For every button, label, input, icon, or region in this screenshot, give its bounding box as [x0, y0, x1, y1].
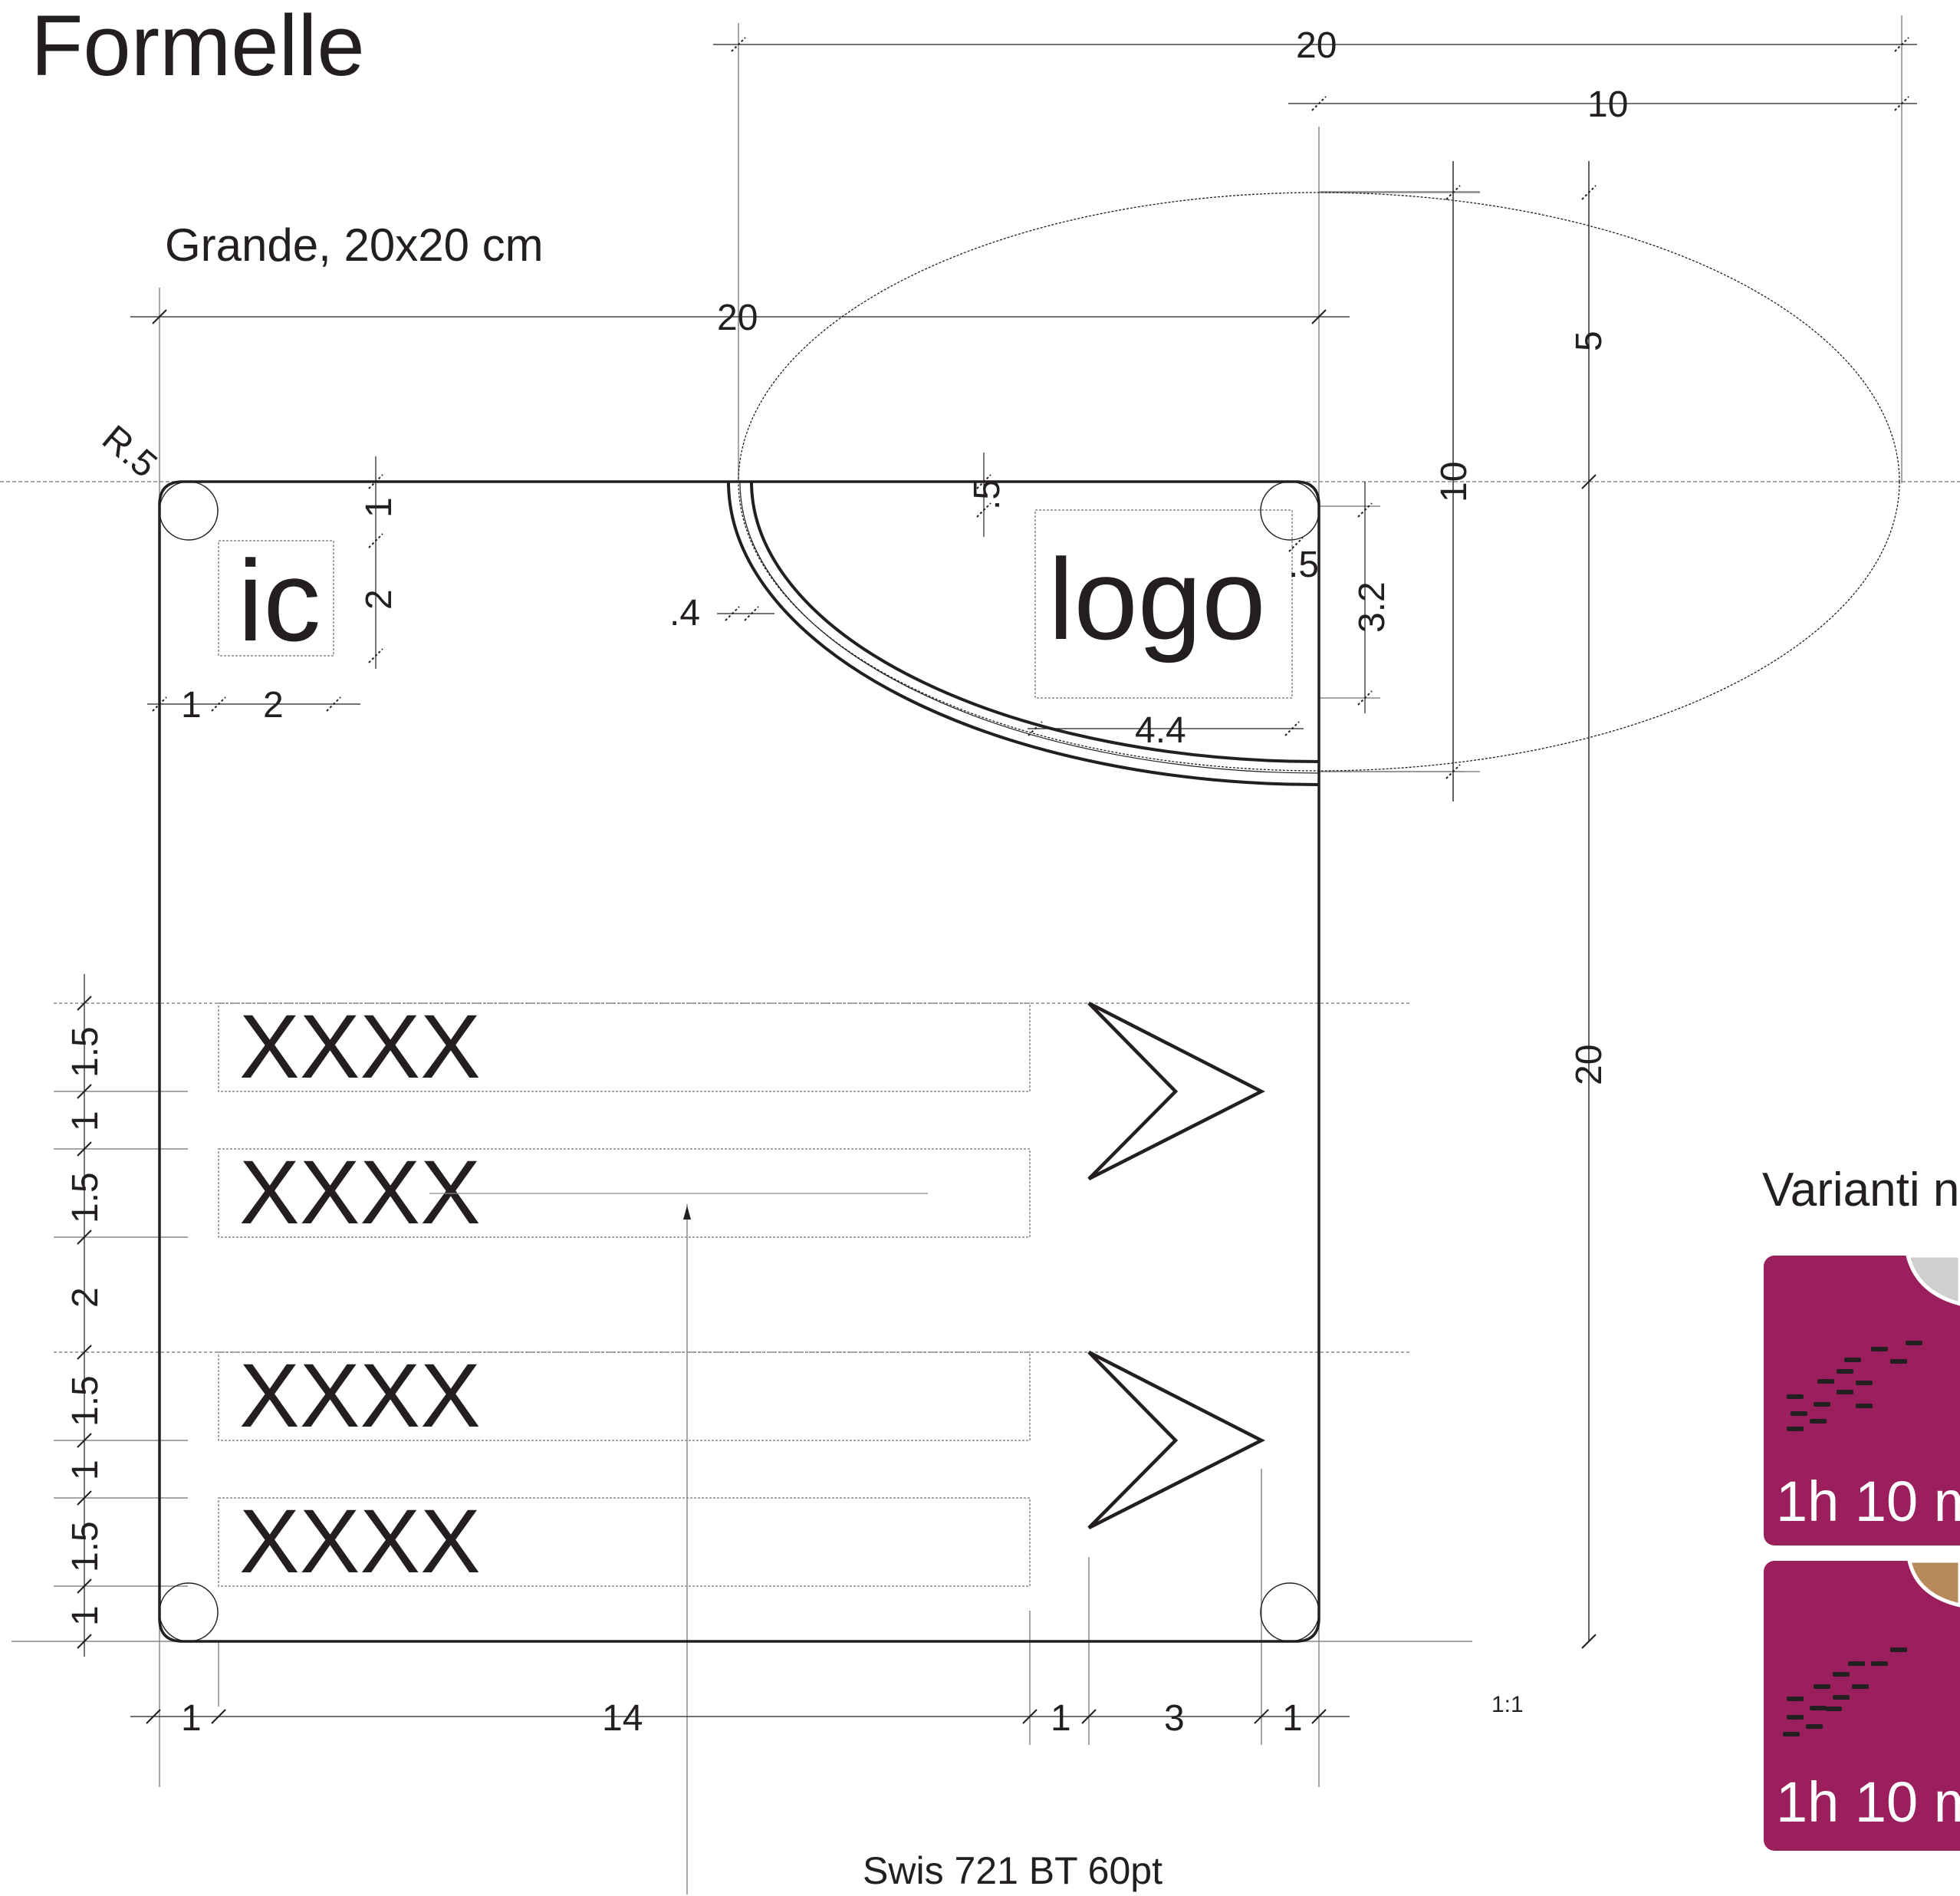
- dim-top-total: 20: [1296, 25, 1337, 66]
- text-row: XXXX: [239, 996, 481, 1098]
- dim-logo-width: 4.4: [1135, 710, 1186, 751]
- dim-left-col: 1: [65, 1605, 106, 1626]
- trail-marks-icon: [1787, 1341, 1922, 1431]
- dim-left-col: 1.5: [65, 1172, 106, 1223]
- logo-placeholder: logo: [1048, 535, 1266, 663]
- dim-sign-width: 20: [717, 298, 758, 338]
- dim-left-col: 1: [65, 1460, 106, 1480]
- arrow-icon: [1087, 1350, 1265, 1530]
- dim-left-col: 1.5: [65, 1375, 106, 1427]
- dim-left-col: 1.5: [65, 1521, 106, 1572]
- dimension-labels: 20 10 20 R.5 1 2 1 2 .4 .5 .5 3.2 4.4 5 …: [65, 25, 1628, 1739]
- dim-logo-height: 3.2: [1352, 581, 1393, 633]
- trail-marks-icon: [1783, 1647, 1907, 1736]
- logo-placeholder-box: [1034, 509, 1293, 699]
- variant-card: 1h 10 m: [1764, 1253, 1960, 1545]
- dim-left-col: 1.5: [65, 1026, 106, 1078]
- dim-icon-top-margin: 1: [359, 497, 400, 518]
- text-row: XXXX: [239, 1345, 481, 1447]
- text-row-boxes: [218, 1002, 1031, 1587]
- text-rows: XXXX XXXX XXXX XXXX: [239, 996, 481, 1592]
- dimension-lines: [84, 44, 1917, 1717]
- variant-card: 1h 10 m: [1764, 1559, 1960, 1851]
- dim-right-margin: 1: [1282, 1698, 1303, 1739]
- dim-arrow-width: 3: [1164, 1698, 1185, 1739]
- dim-icon-height: 2: [359, 589, 400, 610]
- corner-radius-guides: [159, 481, 1320, 1642]
- guide-lines: [0, 15, 1960, 1894]
- dim-radius: R.5: [94, 418, 164, 486]
- page-title: Formelle: [31, 0, 365, 94]
- dim-ellipse-half-height: 5: [1569, 331, 1610, 351]
- dim-icon-left-margin: 1: [181, 685, 202, 726]
- dim-arc-top-offset: .5: [967, 479, 1008, 510]
- logo-arc: [727, 481, 1320, 786]
- dimension-ticks: [77, 37, 1909, 1724]
- text-row: XXXX: [239, 1491, 481, 1592]
- dim-bottom-left-margin: 1: [181, 1698, 202, 1739]
- variant-previews: 1h 10 m 1h 10 m: [1764, 1253, 1960, 1851]
- text-row: XXXX: [239, 1142, 481, 1243]
- font-note: Swis 721 BT 60pt: [863, 1849, 1163, 1892]
- variants-heading: Varianti n: [1762, 1164, 1959, 1216]
- dim-logo-right-offset: .5: [1288, 545, 1319, 585]
- direction-arrows: [1087, 1001, 1265, 1530]
- dim-top-half: 10: [1587, 84, 1628, 125]
- variant-time: 1h 10 m: [1776, 1770, 1960, 1834]
- font-leader-arrow: [683, 1206, 691, 1220]
- scale-label: 1:1: [1491, 1692, 1524, 1717]
- icon-placeholder: ic: [238, 536, 321, 665]
- dim-icon-width: 2: [263, 685, 284, 726]
- sign-subtitle: Grande, 20x20 cm: [165, 219, 544, 271]
- dim-ellipse-height: 10: [1434, 462, 1475, 502]
- dim-sign-height: 20: [1569, 1045, 1610, 1085]
- dim-left-col: 1: [65, 1111, 106, 1131]
- dim-arc-gap: .4: [669, 593, 700, 634]
- dim-left-col: 2: [65, 1287, 106, 1308]
- dim-text-width: 14: [602, 1698, 643, 1739]
- icon-placeholder-box: [218, 540, 334, 657]
- sign-panel: [158, 480, 1320, 1643]
- arrow-icon: [1087, 1001, 1265, 1181]
- variant-time: 1h 10 m: [1776, 1470, 1960, 1533]
- dim-arrow-gap: 1: [1051, 1698, 1071, 1739]
